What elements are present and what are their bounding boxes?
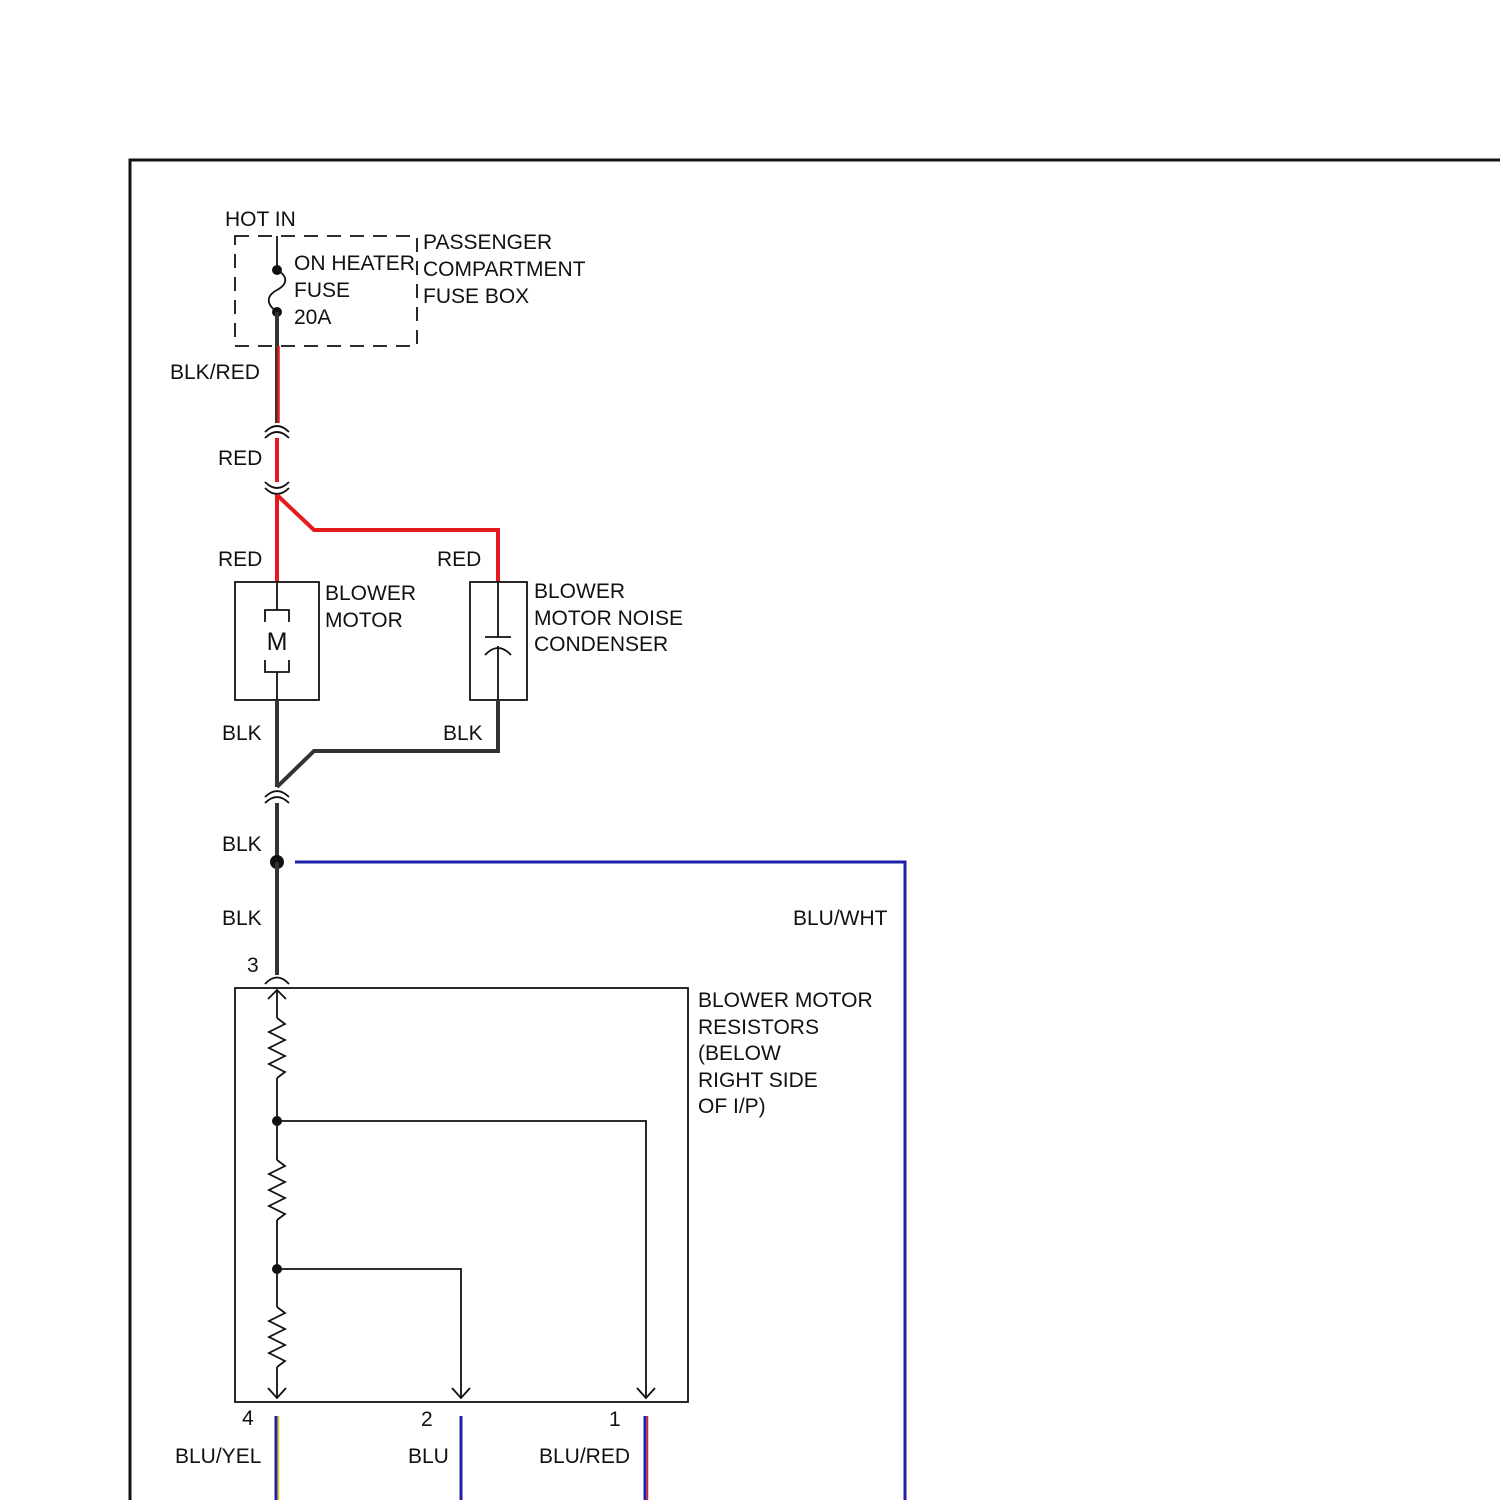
pin-label-4: 4 <box>242 1407 254 1430</box>
fuse-box-label-line-3: FUSE BOX <box>423 285 529 308</box>
hot-in-label: HOT IN <box>225 208 296 231</box>
wire-label-blu-red: BLU/RED <box>539 1445 630 1468</box>
blu-red-wire <box>645 1416 648 1500</box>
condenser-label-line-3: CONDENSER <box>534 633 668 656</box>
resistor-1 <box>269 1018 285 1078</box>
fuse-box-label-line-2: COMPARTMENT <box>423 258 586 281</box>
wire-label-blu: BLU <box>408 1445 449 1468</box>
resistors-label-line-2: RESISTORS <box>698 1016 819 1039</box>
pin-label-3: 3 <box>247 954 259 977</box>
pin-label-1: 1 <box>609 1408 621 1431</box>
wire-label-blu-yel: BLU/YEL <box>175 1445 261 1468</box>
wire-label-blk-motor: BLK <box>222 722 262 745</box>
connector-ground <box>265 791 289 803</box>
capacitor-symbol <box>485 582 511 700</box>
wire-label-red-motor: RED <box>218 548 262 571</box>
connector-lower <box>265 482 289 494</box>
connector-pin-3 <box>265 978 289 985</box>
fuse-label-line-2: FUSE <box>294 279 350 302</box>
blower-motor-label-line-1: BLOWER <box>325 582 416 605</box>
blu-wht-wire <box>295 862 905 1500</box>
wire-label-blk-upper: BLK <box>222 833 262 856</box>
wire-label-blu-wht: BLU/WHT <box>793 907 888 930</box>
resistors-label-line-5: OF I/P) <box>698 1095 766 1118</box>
blower-motor-label-line-2: MOTOR <box>325 609 403 632</box>
resistors-label-line-4: RIGHT SIDE <box>698 1069 818 1092</box>
resistors-label-line-1: BLOWER MOTOR <box>698 989 873 1012</box>
condenser-label-line-1: BLOWER <box>534 580 625 603</box>
pin-label-2: 2 <box>421 1408 433 1431</box>
wire-label-red-connector: RED <box>218 447 262 470</box>
fuse-symbol <box>269 236 286 317</box>
motor-m-label: M <box>267 628 288 656</box>
fuse-label-line-1: ON HEATER <box>294 252 415 275</box>
resistors-label-line-3: (BELOW <box>698 1042 781 1065</box>
wire-label-blk-red: BLK/RED <box>170 361 260 384</box>
wire-label-blk-condenser: BLK <box>443 722 483 745</box>
resistor-network <box>268 990 655 1398</box>
blk-red-wire <box>277 312 279 423</box>
fuse-box-label-line-1: PASSENGER <box>423 231 552 254</box>
wire-label-blk-lower: BLK <box>222 907 262 930</box>
resistor-2 <box>269 1160 285 1220</box>
condenser-label-line-2: MOTOR NOISE <box>534 607 683 630</box>
blu-yel-wire <box>276 1416 279 1500</box>
fuse-rating-label: 20A <box>294 306 331 329</box>
wire-label-red-condenser: RED <box>437 548 481 571</box>
page-frame <box>130 160 1500 1500</box>
resistor-3 <box>269 1307 285 1367</box>
connector-upper <box>265 426 289 438</box>
